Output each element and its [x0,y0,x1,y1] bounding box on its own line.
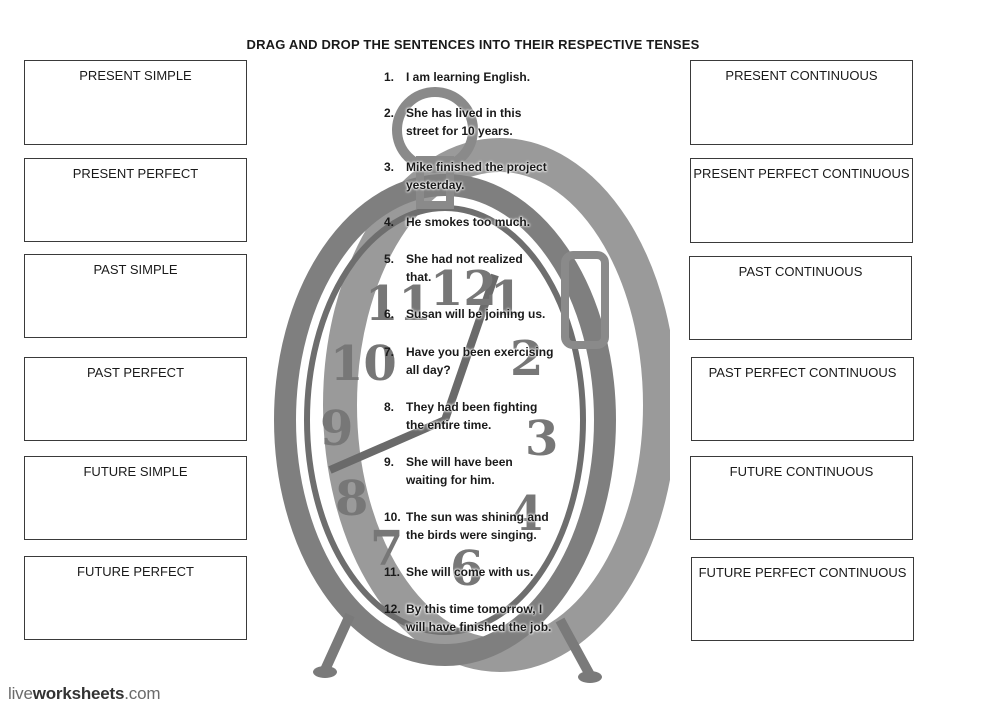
draggable-sentence-8[interactable]: 8. They had been fighting the entire tim… [384,398,574,434]
clock-numeral: 3 [525,411,558,467]
box-label: FUTURE CONTINUOUS [729,464,874,479]
logo-part-live: live [8,684,33,703]
clock-numeral: 11 [365,276,432,332]
clock-numeral: 7 [370,521,403,577]
sentence-text: They had been fighting the entire time. [406,400,538,432]
box-label: FUTURE SIMPLE [83,464,188,479]
clock-numeral: 8 [335,471,368,527]
sentence-text: He smokes too much. [406,215,531,229]
drop-box-present-perfect-continuous[interactable]: PRESENT PERFECT CONTINUOUS [690,158,913,243]
draggable-sentence-9[interactable]: 9. She will have been waiting for him. [384,453,574,489]
clock-numeral: 6 [450,541,483,597]
sentence-number: 10. [384,510,401,524]
liveworksheets-logo: liveworksheets.com [8,684,161,704]
alarm-clock-illustration: 12 1 2 3 4 6 7 8 9 10 11 [274,87,670,683]
draggable-sentence-4[interactable]: 4. He smokes too much. [384,213,574,231]
draggable-sentence-7[interactable]: 7. Have you been exercising all day? [384,343,574,379]
clock-numeral: 4 [510,486,543,542]
box-label: PAST SIMPLE [93,262,178,277]
drop-box-present-continuous[interactable]: PRESENT CONTINUOUS [690,60,913,145]
sentence-text: The sun was shining and the birds were s… [406,510,549,542]
drop-box-past-perfect[interactable]: PAST PERFECT [24,357,247,441]
draggable-sentence-2[interactable]: 2. She has lived in this street for 10 y… [384,104,574,140]
box-label: PRESENT CONTINUOUS [725,68,878,83]
sentence-number: 8. [384,400,395,414]
sentence-text: She has lived in this street for 10 year… [406,106,522,138]
box-label: PAST CONTINUOUS [738,264,863,279]
drop-box-past-simple[interactable]: PAST SIMPLE [24,254,247,338]
worksheet-title: DRAG AND DROP THE SENTENCES INTO THEIR R… [246,37,700,52]
sentence-number: 3. [384,160,395,174]
sentence-number: 12. [384,602,401,616]
drop-box-present-simple[interactable]: PRESENT SIMPLE [24,60,247,145]
clock-numeral: 12 [430,261,497,317]
draggable-sentence-11[interactable]: 11. She will come with us. [384,563,574,581]
box-label: FUTURE PERFECT CONTINUOUS [698,565,907,580]
sentence-text: Mike finished the project yesterday. [406,160,547,192]
drop-box-future-perfect-continuous[interactable]: FUTURE PERFECT CONTINUOUS [691,557,914,641]
sentence-number: 9. [384,455,395,469]
sentence-text: I am learning English. [406,70,531,84]
logo-part-worksheets: worksheets [32,684,125,703]
sentence-text: She will come with us. [406,565,534,579]
sentence-number: 6. [384,307,395,321]
draggable-sentence-1[interactable]: 1. I am learning English. [384,68,574,86]
drop-box-future-simple[interactable]: FUTURE SIMPLE [24,456,247,540]
drop-box-past-perfect-continuous[interactable]: PAST PERFECT CONTINUOUS [691,357,914,441]
box-label: PAST PERFECT [86,365,185,380]
box-label: PRESENT SIMPLE [79,68,192,83]
sentence-number: 4. [384,215,395,229]
sentence-number: 2. [384,106,395,120]
drop-box-future-continuous[interactable]: FUTURE CONTINUOUS [690,456,913,540]
drop-box-past-continuous[interactable]: PAST CONTINUOUS [689,256,912,340]
sentence-number: 5. [384,252,395,266]
sentence-text: Susan will be joining us. [406,307,546,321]
logo-part-com: .com [124,684,161,703]
clock-numeral: 9 [320,401,353,457]
clock-numeral: 1 [490,271,523,327]
clock-numeral: 2 [510,331,543,387]
sentence-text: By this time tomorrow, I will have finis… [406,602,552,634]
sentence-number: 11. [384,565,401,579]
sentence-text: She will have been waiting for him. [406,455,513,487]
box-label: FUTURE PERFECT [77,564,194,579]
clock-numeral: 10 [330,336,397,392]
drop-box-future-perfect[interactable]: FUTURE PERFECT [24,556,247,640]
box-label: PRESENT PERFECT [72,166,199,181]
drop-box-present-perfect[interactable]: PRESENT PERFECT [24,158,247,242]
draggable-sentence-10[interactable]: 10. The sun was shining and the birds we… [384,508,574,544]
draggable-sentence-5[interactable]: 5. She had not realized that. [384,250,574,286]
sentence-text: She had not realized that. [406,252,523,284]
sentence-number: 1. [384,70,395,84]
sentence-number: 7. [384,345,395,359]
box-label: PAST PERFECT CONTINUOUS [708,365,897,380]
sentence-text: Have you been exercising all day? [406,345,554,377]
box-label: PRESENT PERFECT CONTINUOUS [693,166,910,181]
draggable-sentence-3[interactable]: 3. Mike finished the project yesterday. [384,158,574,194]
draggable-sentence-6[interactable]: 6. Susan will be joining us. [384,305,574,323]
draggable-sentence-12[interactable]: 12. By this time tomorrow, I will have f… [384,600,574,636]
